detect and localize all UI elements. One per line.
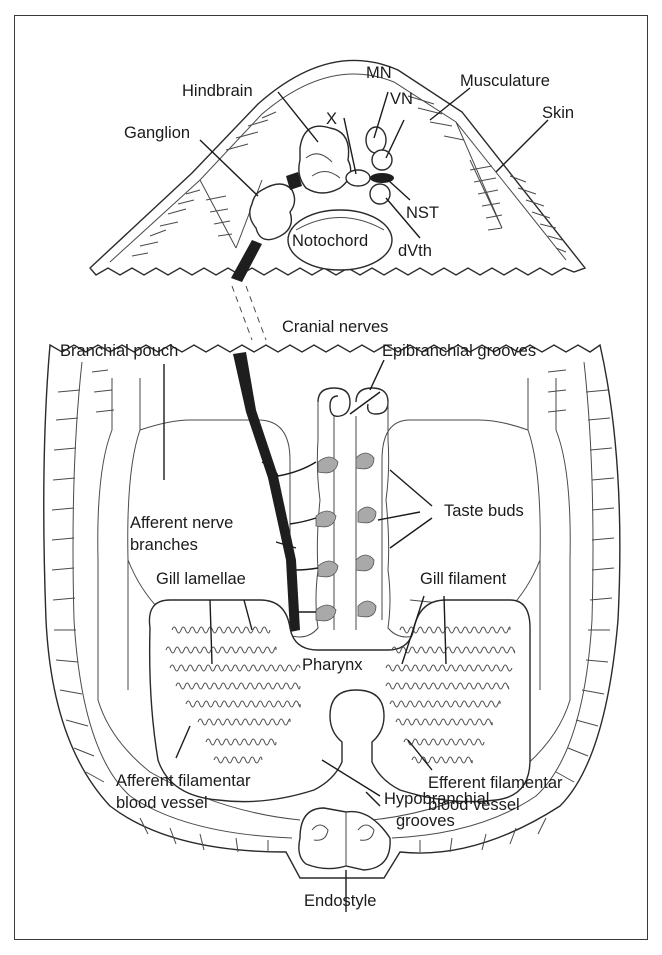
- label-branchial-pouch: Branchial pouch: [60, 342, 178, 360]
- label-hypobranchial-1: Hypobranchial: [384, 790, 489, 808]
- label-gill-lamellae: Gill lamellae: [156, 570, 246, 588]
- label-nst: NST: [406, 204, 439, 222]
- label-musculature: Musculature: [460, 72, 550, 90]
- dvth-nucleus: [370, 184, 390, 204]
- label-endostyle: Endostyle: [304, 892, 376, 910]
- label-notochord: Notochord: [292, 232, 368, 250]
- hindbrain: [299, 126, 351, 193]
- label-afferent-nerve-branches-2: branches: [130, 536, 198, 554]
- x-nucleus: [346, 170, 370, 186]
- label-mn: MN: [366, 64, 392, 82]
- label-afferent-vessel-2: blood vessel: [116, 794, 208, 812]
- label-afferent-nerve-branches-1: Afferent nerve: [130, 514, 233, 532]
- label-taste-buds: Taste buds: [444, 502, 524, 520]
- label-skin: Skin: [542, 104, 574, 122]
- label-vn: VN: [390, 90, 413, 108]
- label-x: X: [326, 110, 337, 128]
- head-section: [90, 60, 585, 340]
- label-ganglion: Ganglion: [124, 124, 190, 142]
- label-gill-filament: Gill filament: [420, 570, 507, 588]
- label-afferent-vessel-1: Afferent filamentar: [116, 772, 251, 790]
- label-cranial-nerves: Cranial nerves: [282, 318, 388, 336]
- label-pharynx: Pharynx: [302, 656, 363, 674]
- label-dvth: dVth: [398, 242, 432, 260]
- label-epibranchial-grooves: Epibranchial grooves: [382, 342, 536, 360]
- label-hindbrain: Hindbrain: [182, 82, 253, 100]
- label-hypobranchial-2: grooves: [396, 812, 455, 830]
